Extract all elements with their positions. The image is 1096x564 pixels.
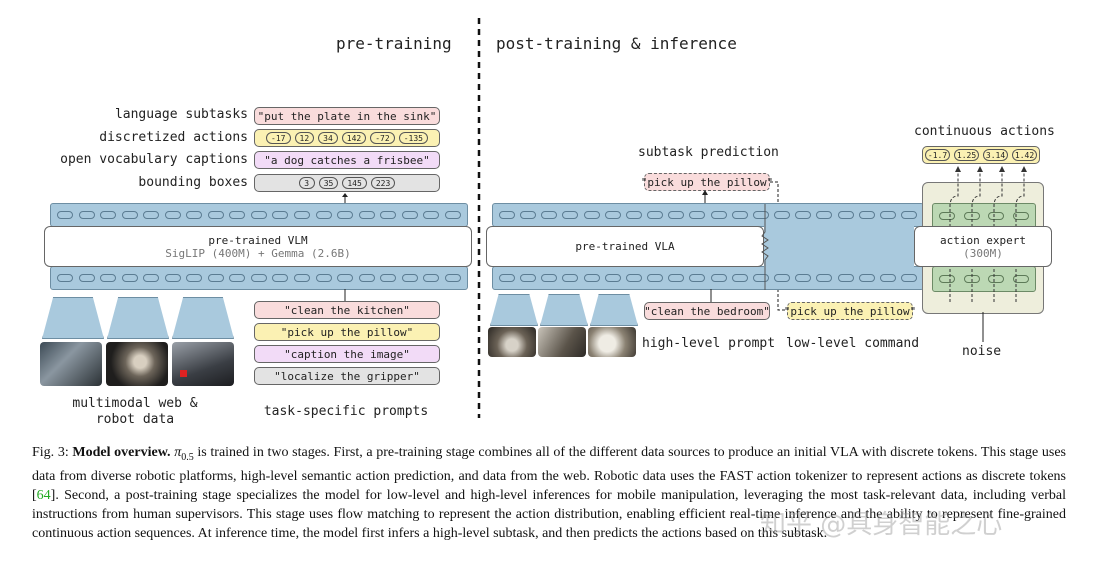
- bbox-token: 223: [370, 177, 396, 189]
- subtask-prediction-label: subtask prediction: [638, 145, 779, 160]
- subtask-arrow-icon: [702, 190, 708, 204]
- zigzag-separator: [761, 204, 769, 290]
- watermark-text: 知乎 @具身智能之心: [760, 510, 1003, 540]
- prompt-localize-gripper: "localize the gripper": [254, 367, 440, 385]
- flow-arrows-icon: [949, 166, 1027, 302]
- discretized-actions-pill: -17 12 34 142 -72 -135: [254, 129, 440, 147]
- prompt-pick-pillow: "pick up the pillow": [254, 323, 440, 341]
- bedroom-photo-2: [538, 327, 586, 357]
- vla-output-tokens: [492, 203, 924, 227]
- prompt-connector: [344, 289, 346, 301]
- noise-connector: [982, 312, 984, 342]
- caption-fig-number: Fig. 3:: [32, 445, 73, 460]
- robot-photo-gripper: [172, 342, 234, 386]
- web-photo-dog: [106, 342, 168, 386]
- caption-text-1: is trained in two stages. First, a pre-t…: [32, 445, 1066, 503]
- prompt-clean-kitchen: "clean the kitchen": [254, 301, 440, 319]
- action-token: -17: [266, 132, 291, 144]
- vla-image-encoder-3: [590, 294, 638, 326]
- vla-input-tokens: [492, 266, 924, 290]
- row-label-language-subtasks: language subtasks: [114, 107, 248, 122]
- subtask-pill: "pick up the pillow": [641, 173, 773, 191]
- image-encoder-1: [42, 297, 104, 339]
- prompt-caption-image: "caption the image": [254, 345, 440, 363]
- vla-title: pre-trained VLA: [575, 240, 675, 253]
- action-token: 12: [294, 132, 315, 144]
- vlm-title: pre-trained VLM: [208, 233, 308, 247]
- continuous-action-value: -1.7: [925, 149, 950, 161]
- vlm-input-tokens: [50, 266, 468, 290]
- caption-title: Model overview.: [72, 445, 171, 460]
- pretraining-title: pre-training: [336, 34, 452, 53]
- action-token: -135: [398, 132, 428, 144]
- vla-context-bridge: [764, 226, 914, 267]
- image-encoder-3: [172, 297, 234, 339]
- action-token: 34: [318, 132, 338, 144]
- action-token: -72: [370, 132, 395, 144]
- action-expert-title: action expert: [939, 233, 1027, 247]
- bounding-boxes-pill: 3 35 145 223: [254, 174, 440, 192]
- row-label-bounding-boxes: bounding boxes: [138, 175, 248, 190]
- bbox-token: 35: [318, 177, 339, 189]
- data-sources-label: multimodal web & robot data: [60, 396, 210, 428]
- bedroom-photo-3: [588, 327, 636, 357]
- high-prompt-connector: [710, 289, 712, 303]
- continuous-actions-pill: -1.7 1.25 3.14 1.42: [922, 146, 1040, 164]
- vla-image-encoder-1: [490, 294, 538, 326]
- pretrained-vlm-box: pre-trained VLM SigLIP (400M) + Gemma (2…: [44, 226, 472, 267]
- vla-image-encoder-2: [540, 294, 588, 326]
- data-label-line1: multimodal web &: [72, 396, 198, 411]
- action-token: 142: [341, 132, 367, 144]
- image-encoder-2: [107, 297, 169, 339]
- bbox-token: 145: [342, 177, 367, 189]
- high-level-prompt-pill: "clean the bedroom": [644, 302, 770, 320]
- bbox-token: 3: [298, 177, 315, 189]
- low-level-command-label: low-level command: [786, 336, 920, 351]
- caption-pill: "a dog catches a frisbee": [254, 151, 440, 169]
- row-label-discretized-actions: discretized actions: [99, 130, 248, 145]
- expert-input-tokens: [932, 266, 1036, 292]
- caption-text-2: ]. Second, a post-training stage special…: [32, 487, 1066, 541]
- row-label-open-vocab: open vocabulary captions: [60, 152, 248, 167]
- continuous-action-value: 1.25: [954, 149, 979, 161]
- data-label-line2: robot data: [95, 412, 175, 427]
- stage-divider: [477, 18, 481, 418]
- language-subtask-pill: "put the plate in the sink": [254, 107, 440, 125]
- high-level-prompt-label: high-level prompt: [642, 336, 776, 351]
- bedroom-photo-1: [488, 327, 536, 357]
- caption-pi: π: [174, 445, 182, 460]
- caption-citation-link[interactable]: 64: [36, 487, 51, 503]
- task-prompts-label: task-specific prompts: [263, 404, 429, 419]
- action-expert-box: action expert (300M): [914, 226, 1052, 267]
- continuous-actions-label: continuous actions: [914, 124, 1055, 139]
- vlm-output-tokens: [50, 203, 468, 227]
- noise-label: noise: [962, 344, 1002, 359]
- robot-photo-kitchen: [40, 342, 102, 386]
- continuous-action-value: 3.14: [983, 149, 1008, 161]
- action-expert-subtitle: (300M): [963, 246, 1003, 260]
- figure-caption: Fig. 3: Model overview. π0.5 is trained …: [32, 443, 1066, 543]
- posttraining-title: post-training & inference: [496, 34, 737, 53]
- caption-pi-subscript: 0.5: [181, 451, 194, 463]
- pretrained-vla-box: pre-trained VLA: [486, 226, 764, 267]
- continuous-action-value: 1.42: [1012, 149, 1037, 161]
- vlm-subtitle: SigLIP (400M) + Gemma (2.6B): [165, 246, 351, 260]
- low-level-command-pill: "pick up the pillow": [784, 302, 916, 320]
